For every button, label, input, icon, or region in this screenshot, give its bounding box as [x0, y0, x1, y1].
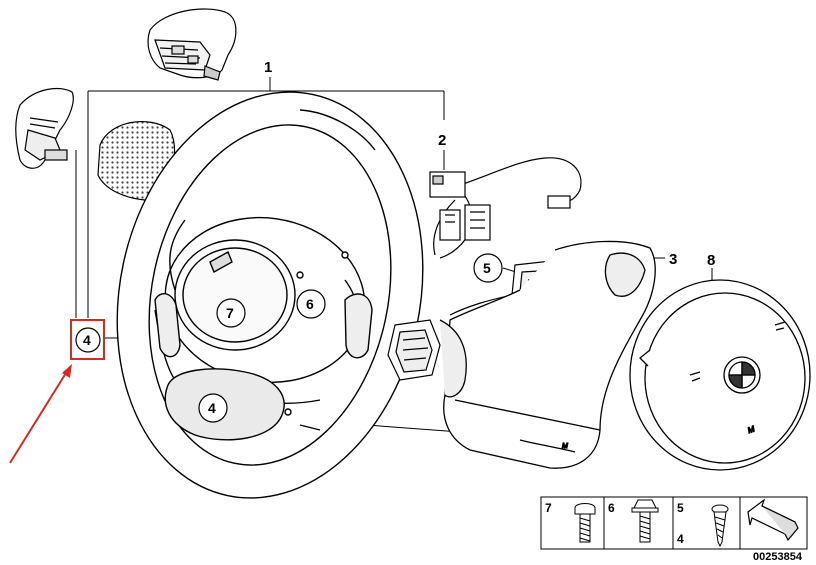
- next-page-arrow-icon: [747, 498, 799, 542]
- legend-label-7: 7: [545, 501, 552, 515]
- trim-cover: M: [439, 240, 656, 469]
- callout-1: 1: [264, 59, 272, 76]
- legend-label-5: 5: [677, 501, 684, 515]
- left-switch-cluster: [387, 319, 441, 381]
- callout-5: 5: [483, 260, 491, 276]
- upper-inset-part: [147, 8, 237, 81]
- hex-bolt-icon: [631, 499, 659, 543]
- callout-7: 7: [226, 305, 234, 321]
- svg-text:M: M: [747, 424, 757, 435]
- highlight-annotation: [9, 319, 105, 464]
- fastener-legend: 7 6 5 4 00253854: [540, 496, 808, 563]
- highlight-box: [70, 319, 105, 360]
- legend-label-6: 6: [608, 501, 615, 515]
- pan-head-screw-icon: [574, 503, 596, 543]
- left-inset-part: [15, 87, 74, 169]
- callout-labels: 1 2 3 8 5 6 7 4 4: [75, 59, 715, 423]
- airbag-unit: M: [629, 279, 811, 471]
- callout-3: 3: [669, 251, 677, 268]
- callout-6: 6: [306, 296, 314, 312]
- tapping-screw-icon: [711, 504, 729, 548]
- callout-2: 2: [438, 132, 446, 149]
- callout-4-highlighted: 4: [83, 332, 91, 348]
- steering-wheel: [116, 91, 424, 499]
- legend-label-4: 4: [677, 532, 684, 546]
- pointer-arrow: [9, 372, 67, 464]
- wiring-harness: [429, 157, 582, 259]
- callout-8: 8: [707, 252, 715, 269]
- callout-4-lower: 4: [208, 400, 216, 416]
- svg-text:M: M: [562, 443, 568, 450]
- pointer-arrowhead: [62, 364, 72, 378]
- diagram-reference-code: 00253854: [753, 551, 803, 563]
